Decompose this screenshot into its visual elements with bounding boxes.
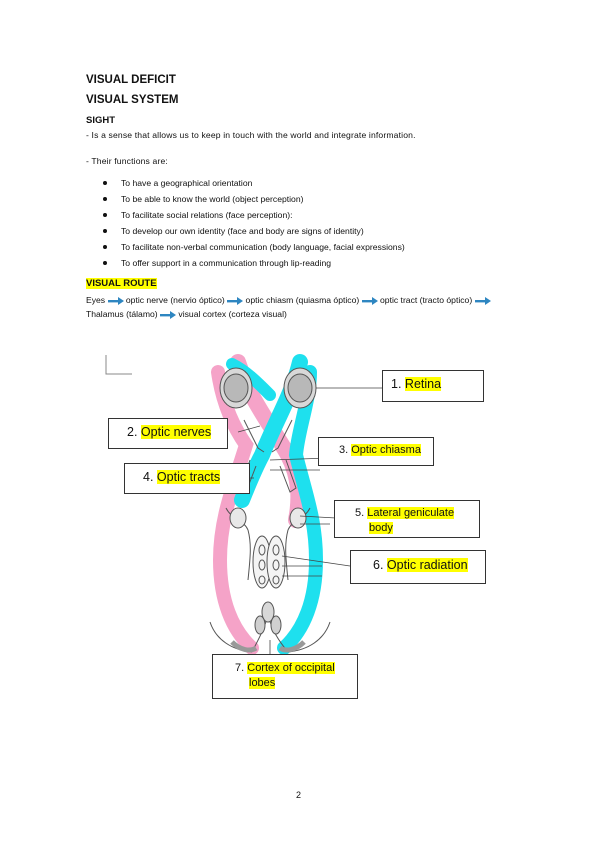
list-item: To offer support in a communication thro…	[100, 258, 405, 274]
crop-mark	[105, 355, 132, 375]
route-step: visual cortex (corteza visual)	[178, 309, 287, 319]
right-arrow-icon	[107, 296, 124, 305]
section-title: VISUAL SYSTEM	[86, 94, 179, 106]
label-optic-chiasma: 3. Optic chiasma	[318, 437, 434, 466]
right-arrow-icon	[160, 310, 177, 319]
list-item: To facilitate non-verbal communication (…	[100, 242, 405, 258]
label-optic-nerves: 2. Optic nerves	[108, 418, 228, 449]
functions-intro: - Their functions are:	[86, 156, 168, 166]
label-retina: 1. Retina	[382, 370, 484, 402]
right-arrow-icon	[361, 296, 378, 305]
leader-lines	[237, 387, 382, 660]
page-number: 2	[296, 790, 302, 800]
sight-intro: - Is a sense that allows us to keep in t…	[86, 130, 416, 140]
list-item: To facilitate social relations (face per…	[100, 210, 405, 226]
route-step: optic nerve (nervio óptico)	[125, 295, 225, 305]
visual-route-text: Eyes optic nerve (nervio óptico) optic c…	[86, 293, 516, 321]
route-step: Thalamus (tálamo)	[86, 309, 158, 319]
route-step: optic tract (tracto óptico)	[380, 295, 473, 305]
brain-outline	[209, 367, 331, 653]
label-lateral-geniculate-body: 5. Lateral geniculate body	[334, 500, 480, 538]
list-item: To have a geographical orientation	[100, 178, 405, 194]
route-step: Eyes	[86, 295, 106, 305]
label-optic-radiation: 6. Optic radiation	[350, 550, 486, 584]
label-cortex-occipital-lobes: 7. Cortex of occipital lobes	[212, 654, 358, 699]
right-arrow-icon	[474, 296, 491, 305]
sight-heading: SIGHT	[86, 115, 116, 126]
route-heading: VISUAL ROUTE	[86, 278, 157, 289]
list-item: To be able to know the world (object per…	[100, 194, 405, 210]
document-title: VISUAL DEFICIT	[86, 74, 176, 86]
right-arrow-icon	[227, 296, 244, 305]
list-item: To develop our own identity (face and bo…	[100, 226, 405, 242]
functions-list: To have a geographical orientation To be…	[100, 178, 405, 274]
label-optic-tracts: 4. Optic tracts	[124, 463, 250, 494]
route-step: optic chiasm (quiasma óptico)	[245, 295, 360, 305]
